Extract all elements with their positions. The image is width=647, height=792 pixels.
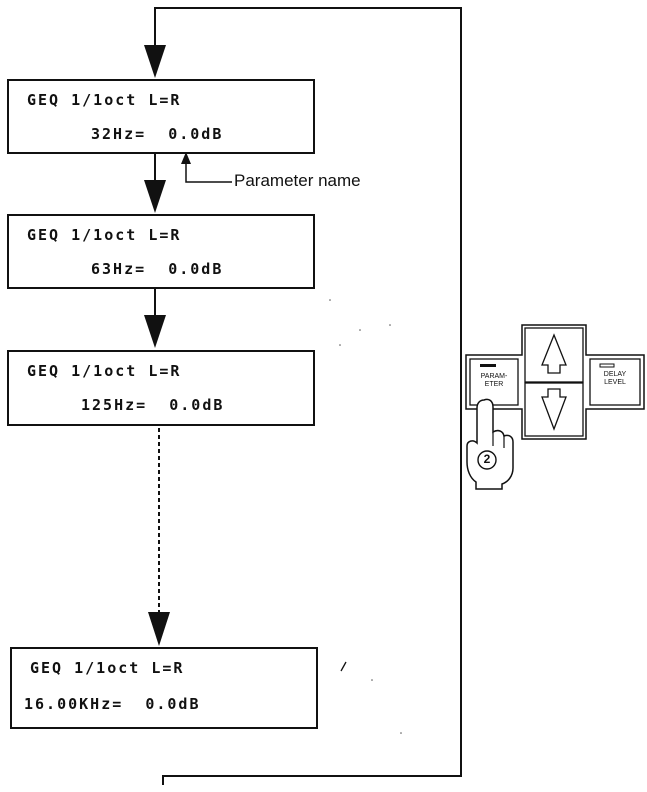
delay-level-button-face [589, 358, 641, 406]
callout-leader [185, 161, 232, 183]
triangle-up-icon [541, 333, 567, 374]
parameter-button-label: PARAM-ETER [480, 373, 508, 388]
lcd-display-32hz: GEQ 1/1oct L=R 32Hz= 0.0dB [7, 79, 315, 154]
arrow-into-display-2 [144, 180, 166, 213]
parameter-button[interactable]: PARAM-ETER [470, 373, 518, 389]
display-parameter: 63Hz= 0.0dB [91, 260, 224, 278]
arrow-into-display-4 [148, 612, 170, 646]
step-number-badge [477, 450, 497, 470]
display-header: GEQ 1/1oct L=R [30, 659, 185, 677]
lcd-display-63hz: GEQ 1/1oct L=R 63Hz= 0.0dB [7, 214, 315, 289]
pressing-finger-icon [466, 398, 514, 490]
triangle-down-icon [541, 388, 567, 431]
display-parameter: 16.00KHz= 0.0dB [24, 695, 201, 713]
display-header: GEQ 1/1oct L=R [27, 362, 182, 380]
arrow-into-display-3 [144, 315, 166, 348]
callout-arrowhead [181, 152, 191, 164]
display-parameter: 32Hz= 0.0dB [91, 125, 224, 143]
loop-back-line [154, 7, 462, 785]
display-parameter: 125Hz= 0.0dB [81, 396, 225, 414]
lcd-display-16khz: GEQ 1/1oct L=R 16.00KHz= 0.0dB [10, 647, 318, 729]
arrow-into-display-1 [144, 45, 166, 78]
step-number: 2 [483, 452, 491, 466]
panel-outline [465, 324, 645, 440]
display-header: GEQ 1/1oct L=R [27, 91, 182, 109]
lcd-display-125hz: GEQ 1/1oct L=R 125Hz= 0.0dB [7, 350, 315, 426]
parameter-name-callout: Parameter name [234, 171, 361, 190]
display-header: GEQ 1/1oct L=R [27, 226, 182, 244]
